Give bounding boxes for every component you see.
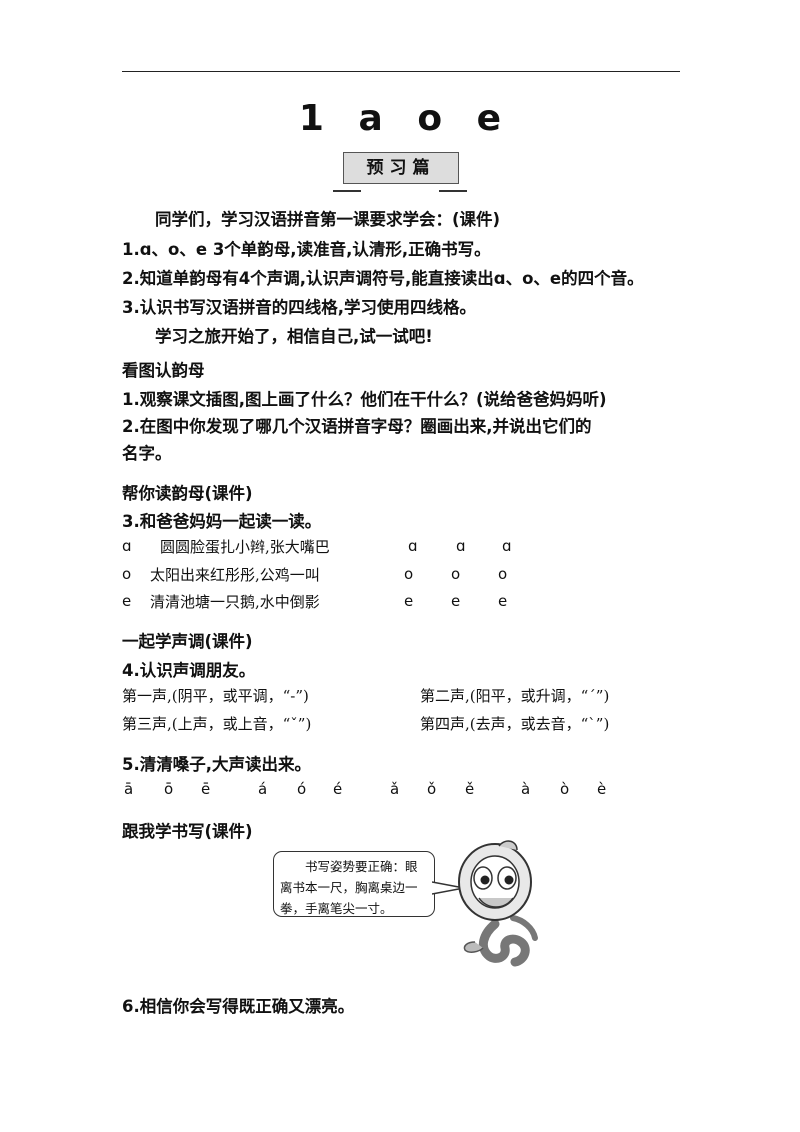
tone-practice-a2: á (258, 780, 268, 798)
tone-practice-e2: é (333, 780, 343, 798)
tone-practice-e1: ē (201, 780, 211, 798)
read-row-2-rhyme: 太阳出来红彤彤,公鸡一叫 (150, 566, 320, 584)
letter-o-cartoon-mascot (458, 840, 538, 967)
section-badge: 预习篇 (333, 150, 467, 192)
picture-item-2: 2.在图中你发现了哪几个汉语拼音字母？圈画出来,并说出它们的 (122, 417, 592, 436)
badge-label: 预习篇 (343, 152, 459, 184)
picture-item-1: 1.观察课文插图,图上画了什么？他们在干什么？(说给爸爸妈妈听) (122, 390, 607, 409)
read-instruction: 3.和爸爸妈妈一起读一读。 (122, 512, 322, 531)
read-row-2-rep-3: o (498, 565, 508, 583)
read-row-3-rep-3: e (498, 592, 508, 610)
tone-practice-a4: à (521, 780, 531, 798)
lesson-number: 1 (298, 98, 324, 139)
read-row-1-rep-3: ɑ (502, 537, 512, 555)
read-row-1-rep-1: ɑ (408, 537, 418, 555)
posture-tip-text: 书写姿势要正确：眼离书本一尺，胸离桌边一拳，手离笔尖一寸。 (280, 859, 418, 916)
heading-read: 帮你读韵母(课件) (122, 484, 253, 503)
tone-practice-o3: ǒ (427, 780, 437, 798)
tone-practice-o4: ò (560, 780, 570, 798)
read-row-1-rhyme: 圆圆脸蛋扎小辫,张大嘴巴 (160, 538, 330, 556)
posture-speech-bubble: 书写姿势要正确：眼离书本一尺，胸离桌边一拳，手离笔尖一寸。 (273, 851, 435, 917)
intro-item-3: 3.认识书写汉语拼音的四线格,学习使用四线格。 (122, 298, 477, 317)
tone-practice-e3: ě (465, 780, 475, 798)
tone-practice-a1: ā (124, 780, 134, 798)
tone-practice-e4: è (597, 780, 607, 798)
title-letter-o: o (417, 98, 443, 139)
read-row-3-rep-2: e (451, 592, 461, 610)
top-rule (122, 71, 680, 72)
read-row-3-rhyme: 清清池塘一只鹅,水中倒影 (150, 593, 320, 611)
read-row-3-letter: e (122, 592, 132, 610)
picture-item-2-cont: 名字。 (122, 444, 172, 463)
read-row-2-letter: o (122, 565, 132, 583)
tone-2: 第二声,(阳平，或升调，“ˊ”) (420, 687, 610, 705)
badge-right-wing (439, 182, 467, 192)
read-row-1-rep-2: ɑ (456, 537, 466, 555)
intro-item-1: 1.ɑ、o、e 3个单韵母,读准音,认清形,正确书写。 (122, 240, 491, 259)
tone-practice-o1: ō (164, 780, 174, 798)
badge-left-wing (333, 182, 361, 192)
heading-write: 跟我学书写(课件) (122, 822, 253, 841)
tone-4: 第四声,(去声，或去音，“ˋ”) (420, 715, 610, 733)
tone-3: 第三声,(上声，或上音，“ˇ”) (122, 715, 312, 733)
practice-instruction: 5.清清嗓子,大声读出来。 (122, 755, 312, 774)
intro-lead: 同学们，学习汉语拼音第一课要求学会：(课件) (155, 210, 501, 229)
heading-picture: 看图认韵母 (122, 361, 205, 380)
lesson-title: 1 a o e (0, 98, 800, 139)
title-letter-a: a (358, 98, 383, 139)
intro-closing: 学习之旅开始了，相信自己,试一试吧! (155, 327, 433, 346)
tones-instruction: 4.认识声调朋友。 (122, 661, 256, 680)
read-row-3-rep-1: e (404, 592, 414, 610)
read-row-2-rep-2: o (451, 565, 461, 583)
tone-practice-a3: ǎ (390, 780, 400, 798)
title-letter-e: e (476, 98, 502, 139)
tone-practice-o2: ó (297, 780, 307, 798)
heading-tones: 一起学声调(课件) (122, 632, 253, 651)
read-row-1-letter: ɑ (122, 537, 132, 555)
tone-1: 第一声,(阴平，或平调，“-”) (122, 687, 309, 705)
read-row-2-rep-1: o (404, 565, 414, 583)
final-instruction: 6.相信你会写得既正确又漂亮。 (122, 997, 355, 1016)
intro-item-2: 2.知道单韵母有4个声调,认识声调符号,能直接读出ɑ、o、e的四个音。 (122, 269, 644, 288)
